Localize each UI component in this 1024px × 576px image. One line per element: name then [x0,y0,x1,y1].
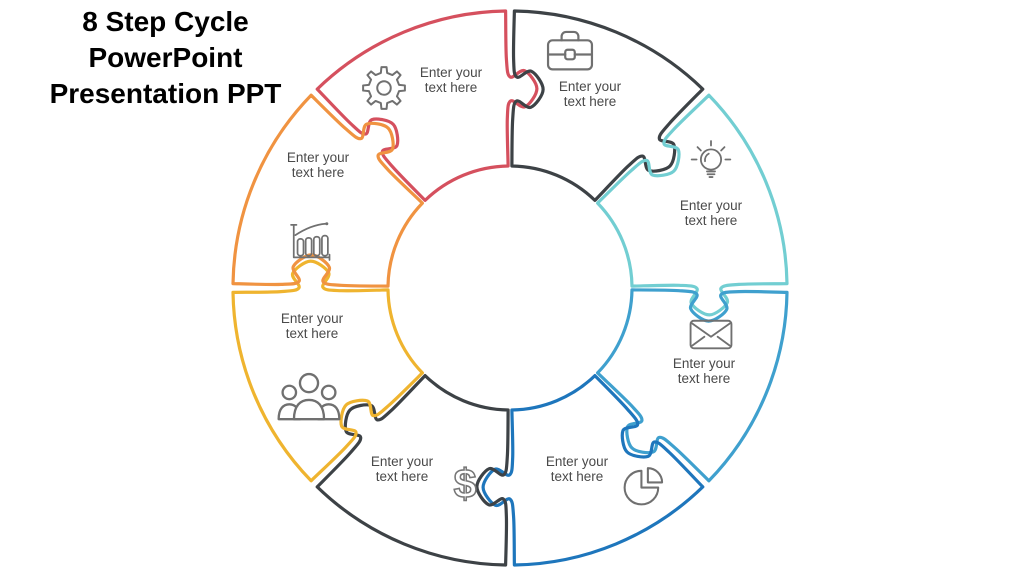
puzzle-segment-5 [481,374,705,567]
pie-chart-icon [623,467,664,506]
dollar-icon [452,459,478,508]
puzzle-segment-8 [231,93,424,288]
puzzle-segment-6 [315,374,510,567]
puzzle-segment-4 [596,288,789,483]
segment-icons [277,30,733,508]
gear-icon [362,66,406,110]
briefcase-icon [546,30,594,71]
slide-title: 8 Step Cycle PowerPoint Presentation PPT [49,6,282,109]
puzzle-segment-7 [231,259,424,483]
puzzle-segment-1 [315,9,539,202]
puzzle-segment-3 [596,93,789,317]
people-icon [277,372,341,421]
lightbulb-icon [690,140,732,178]
puzzle-pieces [231,9,789,567]
puzzle-segment-2 [510,9,705,202]
envelope-icon [689,319,733,350]
